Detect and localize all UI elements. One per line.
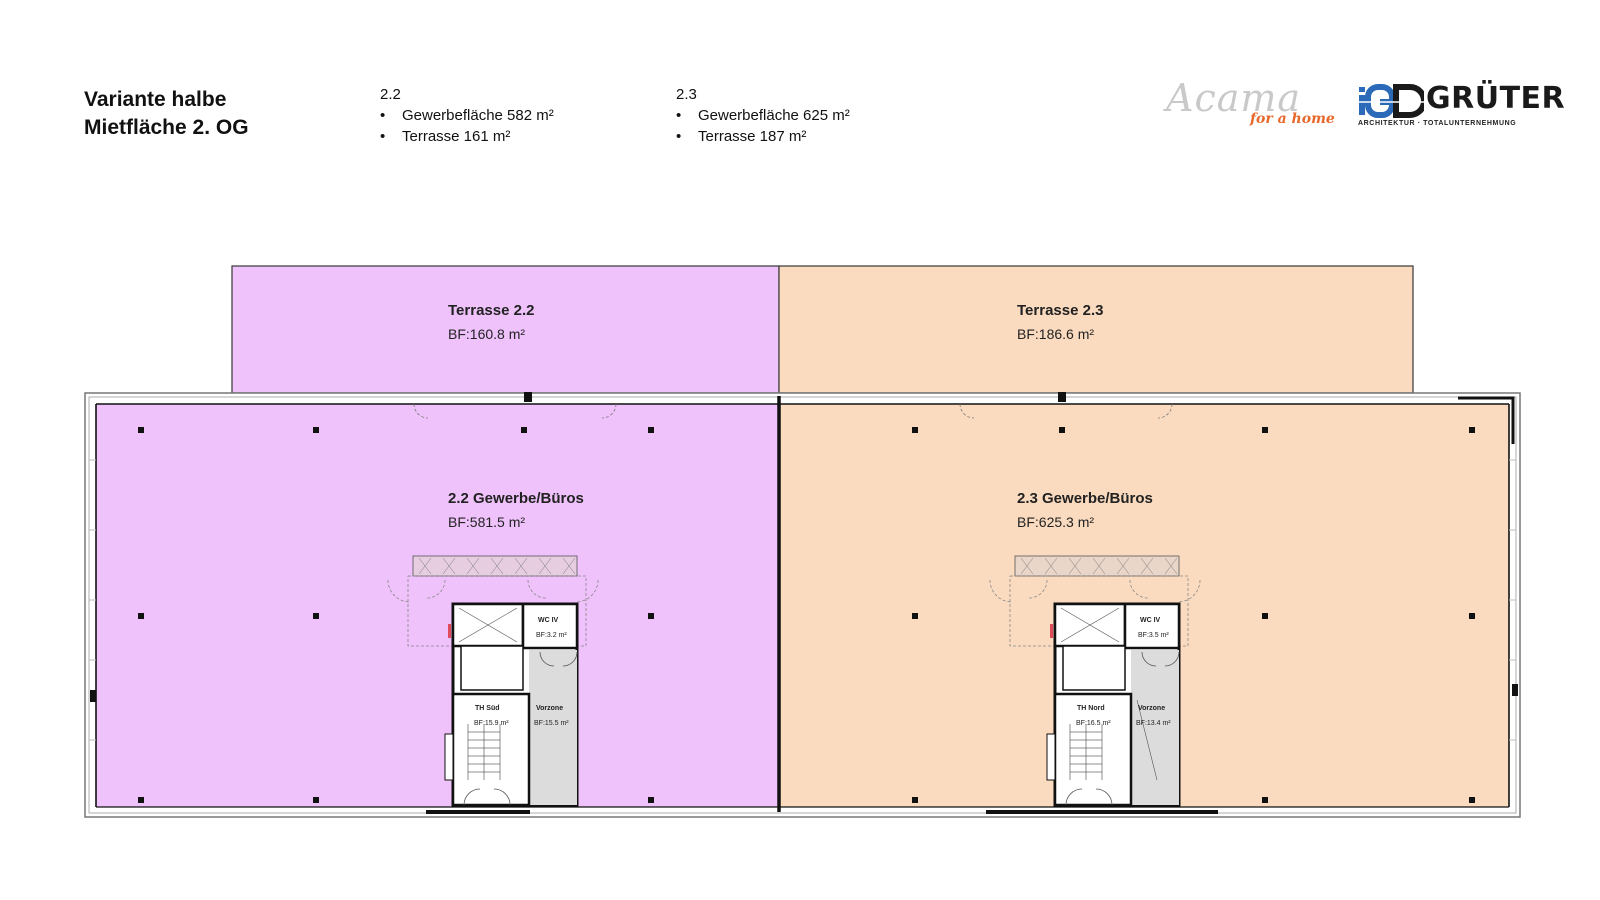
office-2-2-area	[96, 404, 778, 807]
acama-logo: Acama for a home	[1166, 76, 1336, 136]
terrace-2-2-area-label: BF:160.8 m²	[448, 326, 526, 342]
gruter-logo-name: GRÜTER	[1426, 81, 1566, 116]
office-2-3-label: 2.3 Gewerbe/Büros	[1017, 490, 1153, 507]
unit-spec-item: Terrasse 161 m²	[380, 126, 554, 147]
vorzone-area-label: BF:15.5 m²	[534, 720, 569, 727]
unit-spec-item: Terrasse 187 m²	[676, 126, 850, 147]
office-2-3-area-label: BF:625.3 m²	[1017, 514, 1095, 530]
terrace-2-3-area-label: BF:186.6 m²	[1017, 326, 1095, 342]
terrace-2-3-label: Terrasse 2.3	[1017, 302, 1104, 319]
unit-number: 2.2	[380, 86, 401, 103]
unit-spec-item: Gewerbefläche 625 m²	[676, 105, 850, 126]
vorzone-area-label: BF:13.4 m²	[1136, 720, 1171, 727]
stair-label: TH Nord	[1077, 705, 1105, 712]
core-south	[387, 555, 599, 807]
vorzone-label: Vorzone	[536, 705, 564, 712]
acama-logo-tagline: for a home	[1250, 111, 1335, 127]
office-2-2-label: 2.2 Gewerbe/Büros	[448, 490, 584, 507]
stair-area-label: BF:16.5 m²	[1076, 720, 1111, 727]
core-north	[989, 555, 1201, 807]
acama-logo-word: Acama	[1166, 76, 1302, 120]
unit-spec-2-3: 2.3 Gewerbefläche 625 m² Terrasse 187 m²	[676, 84, 850, 147]
gruter-logo-tagline: ARCHITEKTUR · TOTALUNTERNEHMUNG	[1358, 120, 1517, 127]
wc-label: WC IV	[1140, 617, 1161, 624]
unit-spec-item: Gewerbefläche 582 m²	[380, 105, 554, 126]
terrace-2-3-area	[778, 265, 1414, 394]
stair-area-label: BF:15.9 m²	[474, 720, 509, 727]
unit-number: 2.3	[676, 86, 697, 103]
unit-spec-list: Gewerbefläche 582 m² Terrasse 161 m²	[380, 105, 554, 147]
office-2-2-area-label: BF:581.5 m²	[448, 514, 526, 530]
page-title-line-1: Variante halbe	[84, 88, 227, 111]
stair-label: TH Süd	[475, 705, 500, 712]
vorzone-label: Vorzone	[1138, 705, 1166, 712]
unit-spec-list: Gewerbefläche 625 m² Terrasse 187 m²	[676, 105, 850, 147]
wc-label: WC IV	[538, 617, 559, 624]
gruter-logo: GRÜTER ARCHITEKTUR · TOTALUNTERNEHMUNG	[1358, 82, 1565, 130]
unit-spec-2-2: 2.2 Gewerbefläche 582 m² Terrasse 161 m²	[380, 84, 554, 147]
gruter-mark-icon	[1358, 84, 1424, 118]
page-title: Variante halbe Mietfläche 2. OG	[84, 86, 249, 142]
wc-area-label: BF:3.2 m²	[536, 632, 567, 639]
wc-area-label: BF:3.5 m²	[1138, 632, 1169, 639]
page-title-line-2: Mietfläche 2. OG	[84, 116, 249, 139]
terrace-2-2-label: Terrasse 2.2	[448, 302, 535, 319]
